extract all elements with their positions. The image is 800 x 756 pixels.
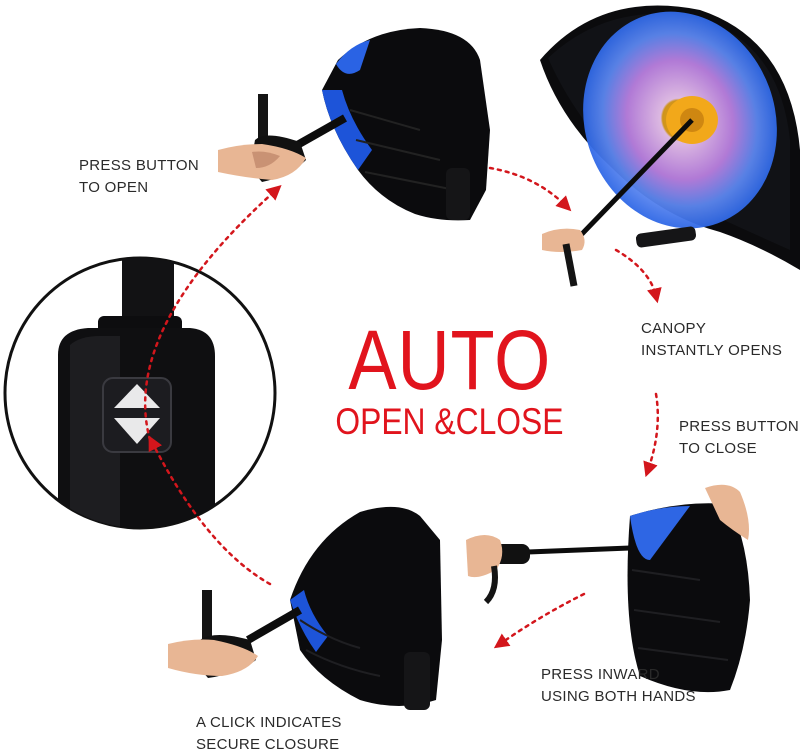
arrow-to-open xyxy=(143,184,282,442)
step-4-line-1: PRESS INWARD xyxy=(541,666,660,683)
step-label-press-to-open: PRESS BUTTON TO OPEN xyxy=(79,155,199,199)
arrow-down-icon xyxy=(114,418,160,444)
arrow-to-inward xyxy=(493,592,586,649)
title-open-close: OPEN &CLOSE xyxy=(335,401,564,442)
step-1-line-1: PRESS BUTTON xyxy=(79,157,200,174)
step-label-press-to-close: PRESS BUTTON TO CLOSE xyxy=(679,416,799,460)
umbrella-open xyxy=(540,5,800,287)
step-1-line-2: TO OPEN xyxy=(79,179,149,196)
step-3-line-1: PRESS BUTTON xyxy=(679,418,800,435)
step-4-line-2: USING BOTH HANDS xyxy=(541,688,696,705)
step-5-line-2: SECURE CLOSURE xyxy=(196,736,340,753)
step-label-press-inward: PRESS INWARD USING BOTH HANDS xyxy=(541,664,696,708)
arrow-to-click xyxy=(148,435,272,586)
button-closeup xyxy=(3,256,277,530)
arrow-to-close xyxy=(643,392,660,478)
step-5-line-1: A CLICK INDICATES xyxy=(196,714,342,731)
step-2-line-2: INSTANTLY OPENS xyxy=(641,342,783,359)
umbrella-closed-bottom xyxy=(168,506,442,710)
step-label-canopy-opens: CANOPY INSTANTLY OPENS xyxy=(641,318,782,362)
title-auto: AUTO xyxy=(348,313,552,407)
umbrella-closing xyxy=(466,484,750,693)
arrow-to-canopy xyxy=(488,166,572,212)
step-3-line-2: TO CLOSE xyxy=(679,440,757,457)
step-label-click-closure: A CLICK INDICATES SECURE CLOSURE xyxy=(196,712,342,756)
step-2-line-1: CANOPY xyxy=(641,320,707,337)
arrow-up-icon xyxy=(114,384,160,408)
arrow-to-instant xyxy=(614,248,662,304)
flow-arrows xyxy=(143,166,662,649)
umbrella-closed-top xyxy=(218,28,490,221)
